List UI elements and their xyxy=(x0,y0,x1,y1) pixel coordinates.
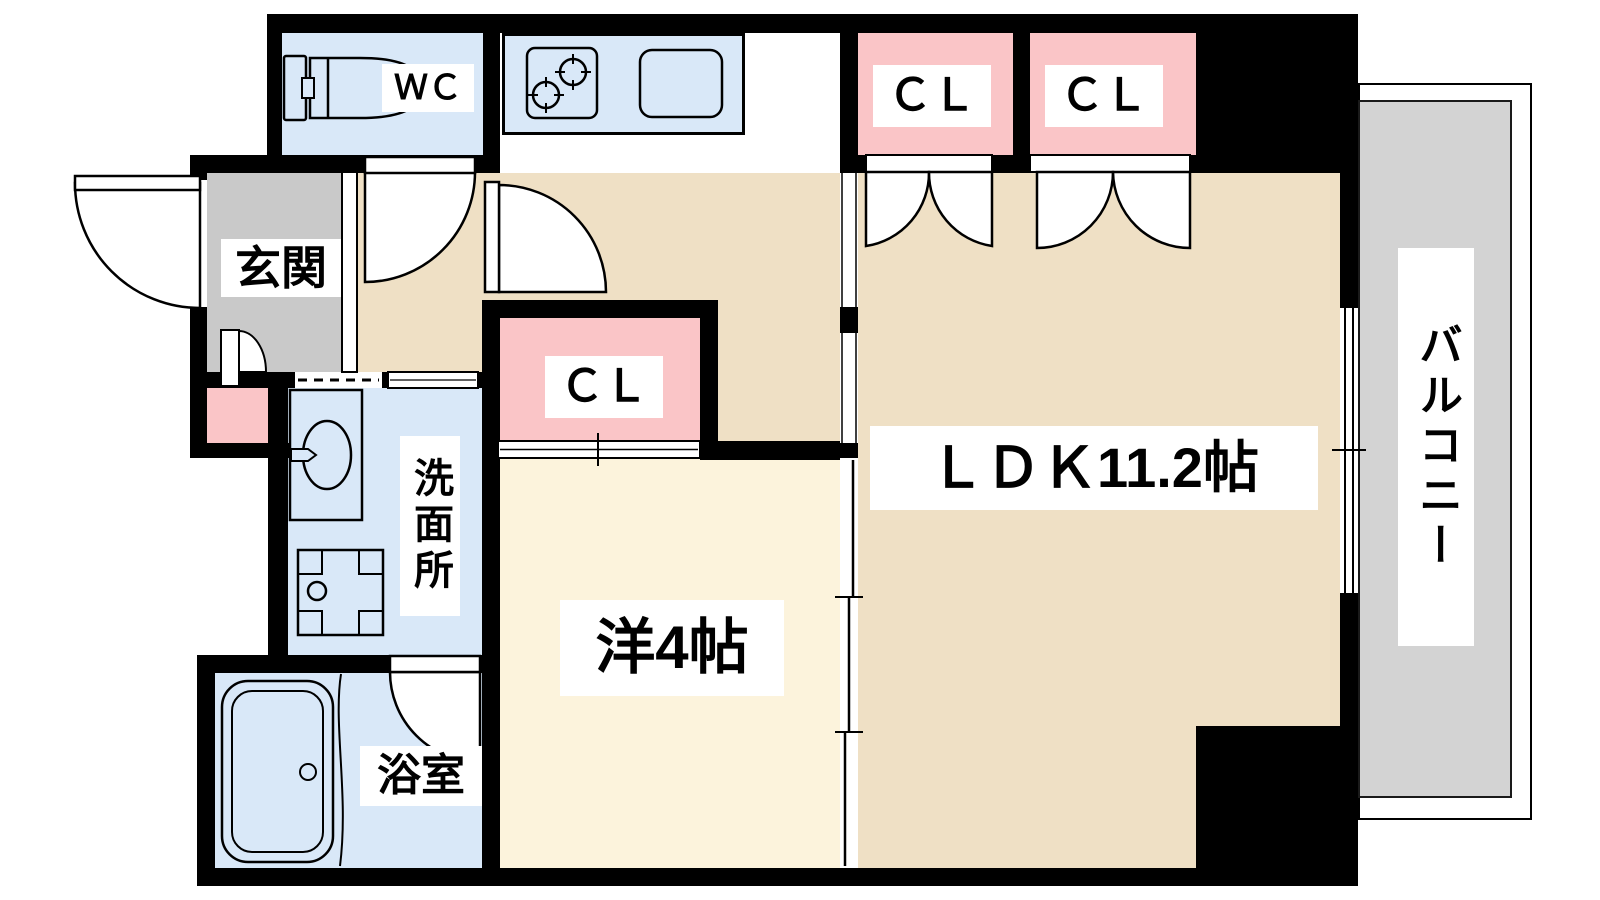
closet1-door-left xyxy=(864,170,931,248)
closet2-door-left xyxy=(1035,170,1115,250)
wc-door-leaf xyxy=(363,155,477,175)
entrance-door-leaf xyxy=(73,174,202,192)
kitchen-door-swing-arc xyxy=(497,183,608,294)
entry-pink-cabinet xyxy=(207,388,268,443)
wall-wc-right xyxy=(483,14,500,173)
wall-mid-upper xyxy=(840,14,858,173)
genkan-storage-door-arc xyxy=(238,329,268,373)
room-label-bathroom: 浴室 xyxy=(360,746,482,806)
wall-wc-left xyxy=(267,33,282,155)
closet2-double-doors xyxy=(1029,154,1192,250)
wall-pink-bottom xyxy=(190,443,290,458)
genkan-hall-divider xyxy=(341,171,358,373)
wall-closet-divider xyxy=(1013,33,1030,155)
opening-kitchen-ldk xyxy=(840,173,858,443)
wall-mid-seg3 xyxy=(840,443,858,460)
wc-door-swing-arc xyxy=(363,170,477,284)
kitchen-door xyxy=(483,180,608,294)
genkan-storage-door xyxy=(220,329,268,387)
entrance-door xyxy=(73,174,202,310)
room-label-washroom: 洗面所 xyxy=(400,436,460,616)
room-ldk-floor-south xyxy=(858,726,1196,868)
room-label-balcony: バルコニー xyxy=(1398,248,1474,646)
room-label-western: 洋4帖 xyxy=(560,600,784,696)
kitchen-sink-icon xyxy=(638,48,724,119)
wall-bath-left xyxy=(197,655,215,886)
entrance-door-swing-arc xyxy=(73,181,202,310)
closet1-double-doors xyxy=(864,154,994,248)
wall-right-upper xyxy=(1340,14,1358,308)
wall-washroom-left xyxy=(268,372,288,673)
sliding-partition-western-ldk xyxy=(835,458,863,868)
wall-closet3-right xyxy=(700,300,718,458)
kitchen-door-leaf xyxy=(483,180,501,294)
washroom-sliding-door xyxy=(387,371,479,389)
wall-bottom xyxy=(197,868,1358,886)
room-label-wc: ＷＣ xyxy=(382,64,474,112)
bathtub-icon xyxy=(220,673,344,867)
washer-pan-icon xyxy=(296,548,385,637)
room-label-closet2: ＣＬ xyxy=(1045,65,1163,127)
closet3-sliding-door xyxy=(497,433,701,466)
kitchen-floor-south xyxy=(718,300,840,443)
wc-door xyxy=(363,155,477,284)
wall-western-top xyxy=(700,441,858,460)
closet2-door-right xyxy=(1111,170,1192,250)
wall-ldk-notch xyxy=(1196,726,1358,886)
closet1-door-right xyxy=(927,170,994,248)
room-label-ldk: ＬＤＫ11.2帖 xyxy=(870,426,1318,510)
room-label-closet1: ＣＬ xyxy=(873,65,991,127)
wall-genkan-left-a xyxy=(190,155,207,180)
wall-topright-block xyxy=(1196,14,1358,173)
opening-2 xyxy=(840,333,858,443)
genkan-storage-door-leaf xyxy=(220,329,240,387)
wall-top xyxy=(267,14,1358,33)
closet2-door-header xyxy=(1029,154,1191,173)
opening-1 xyxy=(840,173,858,307)
bathroom-door-leaf xyxy=(388,654,482,674)
closet1-door-header xyxy=(865,154,993,173)
wall-west-rooms xyxy=(482,300,500,868)
room-label-genkan: 玄関 xyxy=(221,239,341,297)
vanity-sink-icon xyxy=(288,388,364,522)
balcony-sliding-window xyxy=(1332,308,1366,593)
wall-mid-seg2 xyxy=(840,307,858,333)
genkan-step-line xyxy=(295,372,382,388)
stove-icon xyxy=(525,46,599,120)
room-label-closet3: ＣＬ xyxy=(545,356,663,418)
wall-closet3-top xyxy=(482,300,718,318)
